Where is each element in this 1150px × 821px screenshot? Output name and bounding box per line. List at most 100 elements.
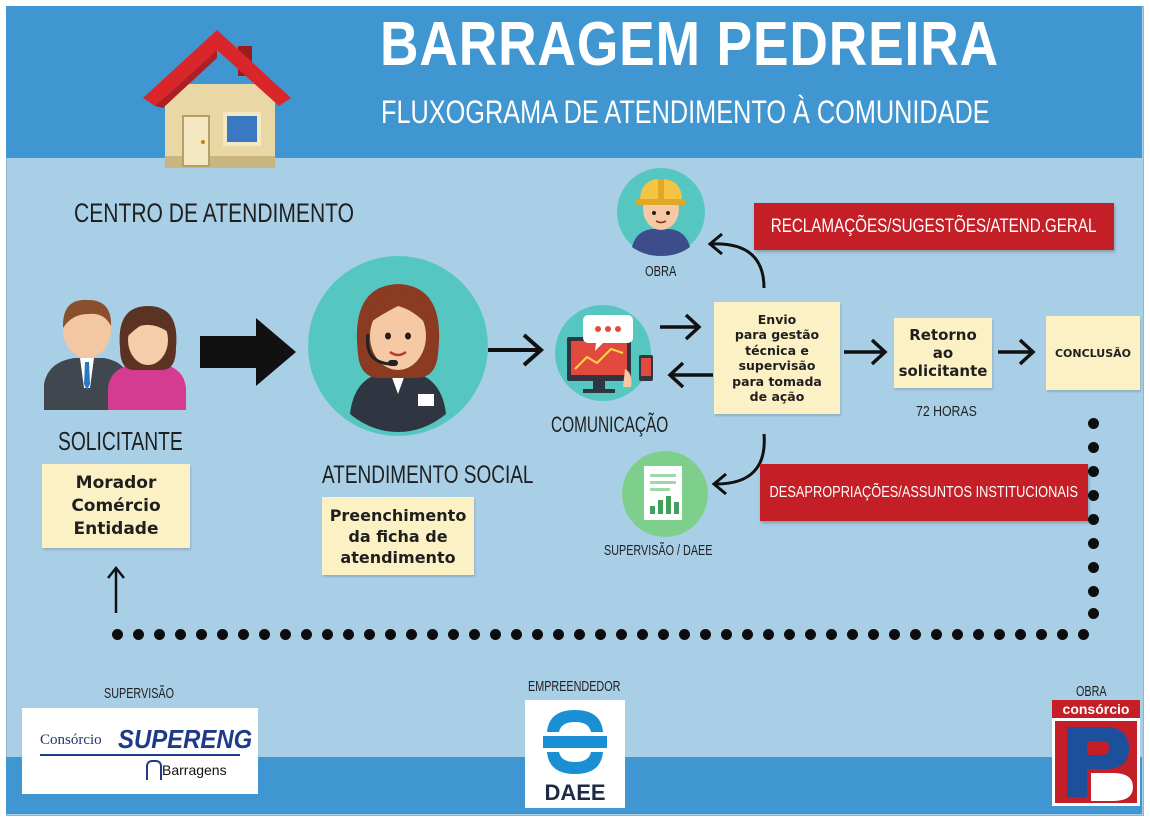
centro-label: CENTRO DE ATENDIMENTO <box>74 198 355 228</box>
return-path-dot <box>658 629 669 640</box>
return-path-dot <box>700 629 711 640</box>
return-path-dot <box>448 629 459 640</box>
return-path-dot <box>1088 562 1099 573</box>
arrow-right-icon <box>486 330 546 370</box>
return-path-dot <box>973 629 984 640</box>
note-line: Comércio <box>71 495 161 516</box>
pb-consorcio-text: consórcio <box>1052 700 1140 718</box>
supereng-sub: Barragens <box>162 762 227 778</box>
return-path-dot <box>1015 629 1026 640</box>
daee-logo: DAEE <box>525 700 625 808</box>
arrow-right-icon <box>658 310 704 344</box>
return-path-dot <box>280 629 291 640</box>
return-path-dot <box>322 629 333 640</box>
return-path-dot <box>805 629 816 640</box>
document-chart-icon <box>620 450 710 538</box>
note-line: Entidade <box>73 518 159 539</box>
supereng-name: SUPERENG <box>118 724 253 754</box>
return-path-dot <box>1088 608 1099 619</box>
arrow-right-icon <box>842 335 890 369</box>
return-path-dot <box>910 629 921 640</box>
obra-footer-label: OBRA <box>1076 683 1107 700</box>
return-path-dot <box>1057 629 1068 640</box>
arrow-right-icon <box>996 335 1038 369</box>
return-path-dot <box>679 629 690 640</box>
return-path-dot <box>1088 538 1099 549</box>
return-path-dot <box>406 629 417 640</box>
return-path-dot <box>301 629 312 640</box>
logo-divider <box>40 754 240 756</box>
big-arrow-icon <box>200 318 296 386</box>
return-path-dot <box>490 629 501 640</box>
note-line: para gestão <box>734 327 820 342</box>
return-path-dot <box>721 629 732 640</box>
page-title: BARRAGEM PEDREIRA <box>380 10 999 79</box>
reclamacoes-box: RECLAMAÇÕES/SUGESTÕES/ATEND.GERAL <box>754 203 1114 250</box>
pb-letter-icon <box>1067 727 1133 801</box>
return-path-dot <box>511 629 522 640</box>
up-arrow-icon <box>106 565 126 615</box>
comunicacao-label: COMUNICAÇÃO <box>551 412 669 437</box>
return-path-dot <box>343 629 354 640</box>
retorno-note: Retorno ao solicitante <box>894 318 992 388</box>
note-line: supervisão <box>738 358 816 373</box>
return-path-dot <box>1088 490 1099 501</box>
return-path-dot <box>1088 442 1099 453</box>
return-path-dot <box>847 629 858 640</box>
return-path-dot <box>112 629 123 640</box>
arch-icon <box>146 760 162 780</box>
supervisao-node-label: SUPERVISÃO / DAEE <box>604 542 713 559</box>
return-path-dot <box>364 629 375 640</box>
worker-helmet-icon <box>616 167 706 257</box>
note-line: Retorno <box>909 326 977 344</box>
envio-note: Envio para gestão técnica e supervisão p… <box>714 302 840 414</box>
pb-emblem <box>1055 721 1137 803</box>
supervisao-footer-label: SUPERVISÃO <box>104 685 175 702</box>
empreendedor-label: EMPREENDEDOR <box>528 678 621 695</box>
curved-arrow-icon <box>708 432 774 500</box>
note-line: Preenchimento <box>329 505 467 525</box>
note-line: ao <box>932 344 954 362</box>
supereng-consorcio-text: Consórcio <box>40 732 102 748</box>
return-path-dot <box>133 629 144 640</box>
return-path-dot <box>259 629 270 640</box>
consorcio-pb-logo: consórcio <box>1052 700 1140 806</box>
return-path-dot <box>994 629 1005 640</box>
daee-name: DAEE <box>544 780 606 805</box>
return-path-dot <box>1088 514 1099 525</box>
solicitante-note: Morador Comércio Entidade <box>42 464 190 548</box>
return-path-dot <box>427 629 438 640</box>
return-path-dot <box>763 629 774 640</box>
daee-emblem-icon <box>543 710 607 774</box>
note-line: Morador <box>75 472 157 493</box>
note-line: solicitante <box>898 362 988 380</box>
return-path-dot <box>154 629 165 640</box>
return-path-dot <box>175 629 186 640</box>
supereng-logo: Consórcio SUPERENG Barragens <box>22 708 258 794</box>
note-line: para tomada <box>732 373 822 389</box>
return-path-dot <box>1036 629 1047 640</box>
return-path-dot <box>1088 586 1099 597</box>
return-path-dot <box>616 629 627 640</box>
reclamacoes-text: RECLAMAÇÕES/SUGESTÕES/ATEND.GERAL <box>771 215 1097 237</box>
solicitante-label: SOLICITANTE <box>58 426 183 456</box>
obra-node-label: OBRA <box>645 263 677 280</box>
page-subtitle: FLUXOGRAMA DE ATENDIMENTO À COMUNIDADE <box>381 94 990 130</box>
return-path-dot <box>952 629 963 640</box>
return-path-dot <box>1078 629 1089 640</box>
return-path-dot <box>1088 466 1099 477</box>
retorno-time: 72 HORAS <box>916 403 977 420</box>
note-line: da ficha de <box>348 526 448 546</box>
return-path-dot <box>784 629 795 640</box>
return-path-dot <box>553 629 564 640</box>
note-line: técnica e <box>745 342 809 358</box>
couple-icon <box>44 292 186 410</box>
desapropriacoes-text: DESAPROPRIAÇÕES/ASSUNTOS INSTITUCIONAIS <box>769 483 1079 501</box>
return-path-dot <box>931 629 942 640</box>
return-path-dot <box>1088 418 1099 429</box>
computer-chat-icon <box>553 303 661 403</box>
curved-arrow-icon <box>702 228 772 290</box>
arrow-left-icon <box>665 358 715 392</box>
return-path-dot <box>385 629 396 640</box>
